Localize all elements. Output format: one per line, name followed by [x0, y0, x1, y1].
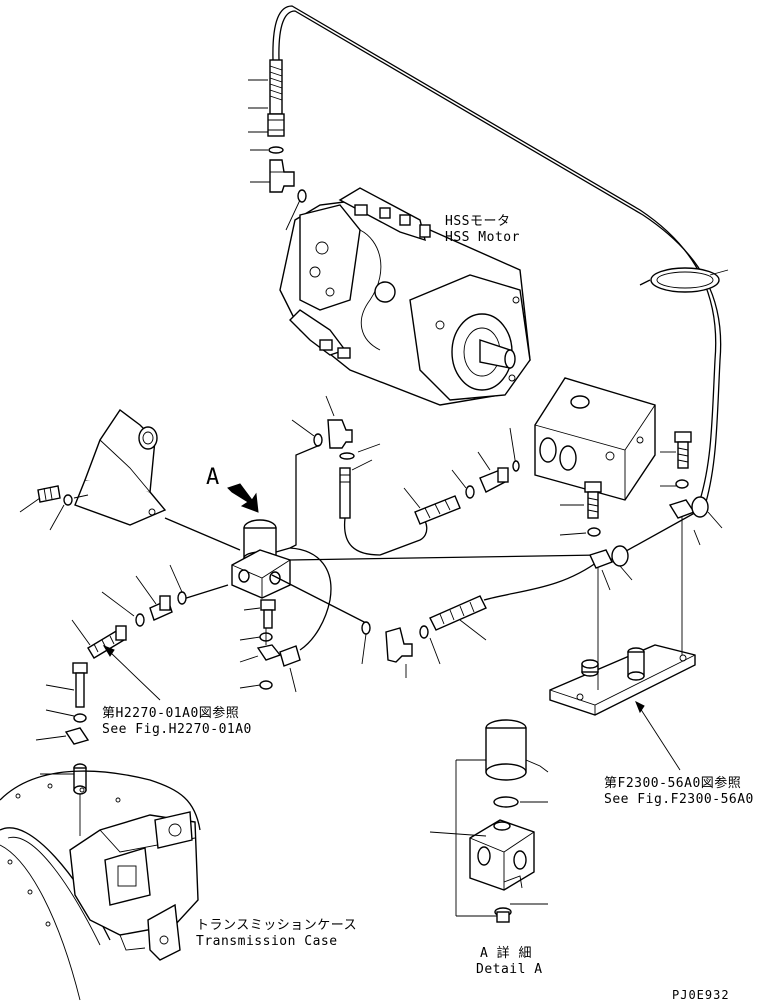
reference-leaders — [102, 644, 161, 701]
detail-a-label-jp: A 詳 細 — [480, 946, 532, 961]
valve-bolt-stack — [239, 599, 301, 693]
hss-motor-label-jp: HSSモータ — [445, 214, 511, 229]
transmission-case — [0, 770, 201, 1001]
ref-h2270-label-en: See Fig.H2270-01A0 — [102, 722, 252, 737]
ref-f2300-label-en: See Fig.F2300-56A0 — [604, 792, 754, 807]
right-bracket — [549, 509, 701, 771]
right-center-fittings — [361, 559, 601, 678]
center-fittings — [291, 395, 520, 556]
transmission-case-label-en: Transmission Case — [196, 934, 338, 949]
hss-motor — [279, 187, 531, 406]
drawing-code: PJ0E932 — [672, 988, 730, 1002]
detail-a-label-en: Detail A — [476, 962, 543, 977]
solenoid-valve — [179, 444, 601, 651]
valve-block — [509, 377, 656, 501]
top-hose-fitting — [248, 59, 307, 231]
ref-h2270-label-jp: 第H2270-01A0図参照 — [102, 706, 240, 721]
transmission-case-label-jp: トランスミッションケース — [196, 918, 358, 933]
left-fittings — [71, 564, 187, 659]
view-a-arrow — [227, 483, 259, 513]
right-bolts — [559, 431, 723, 591]
detail-a — [429, 719, 549, 923]
view-a-label: A — [206, 465, 220, 490]
left-bolt-stack — [35, 662, 90, 836]
ref-f2300-label-jp: 第F2300-56A0図参照 — [604, 776, 742, 791]
hose-clamp — [639, 267, 729, 293]
hss-motor-label-en: HSS Motor — [445, 230, 520, 245]
mounting-bracket — [19, 408, 241, 551]
